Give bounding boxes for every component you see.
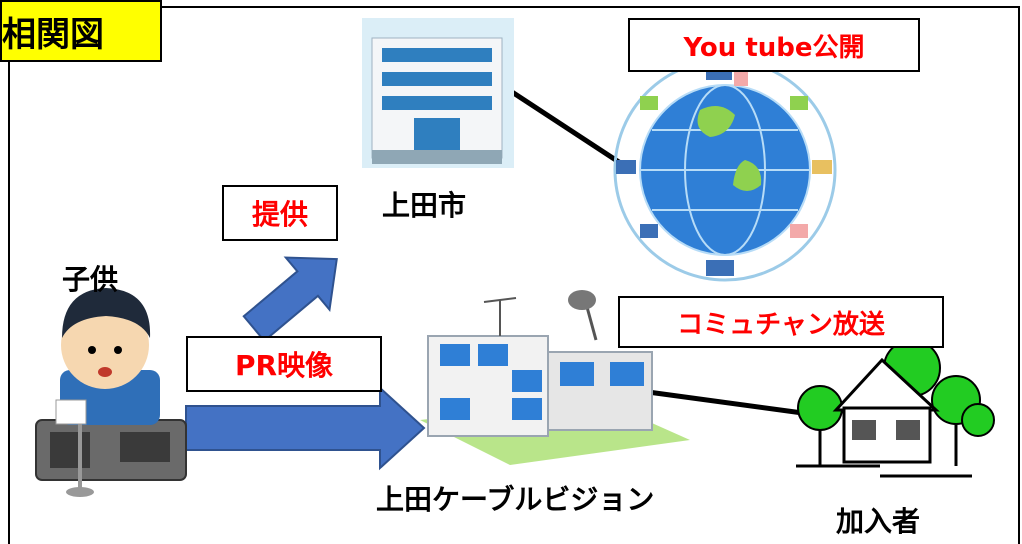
arrow-provide: [242, 256, 338, 343]
label-community-broadcast: コミュチャン放送: [618, 296, 944, 348]
label-pr-video: PR映像: [186, 336, 382, 392]
house-icon: [796, 339, 995, 478]
globe-network-icon: [613, 58, 837, 282]
connector-station-house: [647, 389, 811, 417]
child-announcer-icon: [35, 288, 187, 497]
cable-station-icon: [420, 290, 690, 465]
node-child: 子供: [62, 263, 119, 296]
label-provide: 提供: [222, 185, 338, 241]
arrow-pr-video: [185, 385, 426, 471]
city-hall-icon: [362, 18, 514, 168]
diagram-title: 相関図: [0, 0, 162, 62]
node-cable-tv: 上田ケーブルビジョン: [376, 483, 655, 516]
diagram-frame: [8, 6, 1020, 544]
connector-city-globe: [510, 89, 630, 171]
node-city: 上田市: [382, 189, 467, 222]
label-youtube: You tube公開: [628, 18, 920, 72]
node-subscribers: 加入者: [836, 505, 921, 538]
